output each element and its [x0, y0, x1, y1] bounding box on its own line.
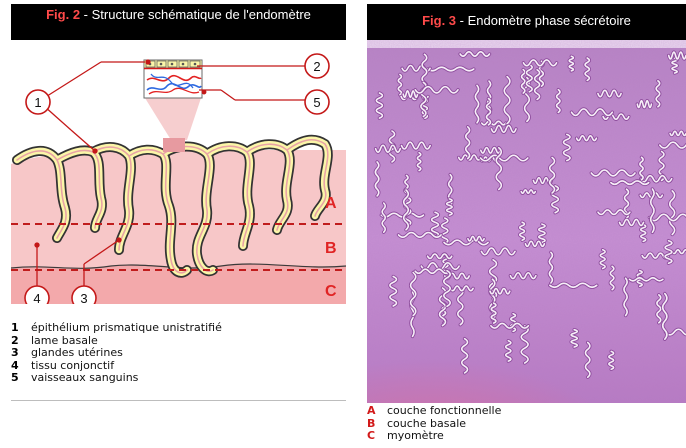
- figure-3-panel: Fig. 3 - Endomètre phase sécrétoire Acou…: [367, 4, 686, 448]
- legend-text: glandes utérines: [31, 346, 123, 359]
- legend-key: C: [367, 430, 387, 443]
- legend-divider: [11, 400, 346, 401]
- legend-text: lame basale: [31, 334, 98, 347]
- figure-2-header: Fig. 2 - Structure schématique de l'endo…: [11, 4, 346, 40]
- legend-text: couche fonctionnelle: [387, 404, 501, 417]
- figure-2-legend: 1épithélium prismatique unistratifié 2la…: [11, 322, 222, 385]
- callout-circle-1: 1: [26, 90, 50, 114]
- callout-circle-5: 5: [305, 90, 329, 114]
- legend-item: 5vaisseaux sanguins: [11, 372, 222, 385]
- legend-key: 5: [11, 372, 31, 385]
- legend-text: épithélium prismatique unistratifié: [31, 321, 222, 334]
- legend-text: myomètre: [387, 429, 444, 442]
- figure-2-number: Fig. 2: [46, 7, 80, 22]
- legend-key: 1: [11, 322, 31, 335]
- svg-text:3: 3: [80, 291, 87, 304]
- legend-key: A: [367, 405, 387, 418]
- svg-text:4: 4: [33, 291, 40, 304]
- histology-micrograph: [367, 40, 686, 403]
- legend-text: tissu conjonctif: [31, 359, 114, 372]
- endometrium-schematic: A B C 1 2: [11, 40, 346, 304]
- callout-circle-2: 2: [305, 54, 329, 78]
- magnified-inset: [144, 60, 202, 98]
- figure-3-title: - Endomètre phase sécrétoire: [456, 13, 631, 28]
- svg-text:1: 1: [34, 95, 41, 110]
- zone-letter-c: C: [325, 283, 337, 300]
- figure-3-header: Fig. 3 - Endomètre phase sécrétoire: [367, 4, 686, 40]
- zone-letter-b: B: [325, 240, 337, 257]
- callout-circle-4: 4: [25, 286, 49, 304]
- legend-key: 3: [11, 347, 31, 360]
- zone-letter-a: A: [325, 195, 337, 212]
- svg-text:5: 5: [313, 95, 320, 110]
- legend-text: couche basale: [387, 417, 466, 430]
- figure-2-title: - Structure schématique de l'endomètre: [80, 7, 311, 22]
- figure-3-number: Fig. 3: [422, 13, 456, 28]
- legend-text: vaisseaux sanguins: [31, 371, 138, 384]
- callout-circle-3: 3: [72, 286, 96, 304]
- svg-text:2: 2: [313, 59, 320, 74]
- figure-2-panel: Fig. 2 - Structure schématique de l'endo…: [11, 4, 346, 448]
